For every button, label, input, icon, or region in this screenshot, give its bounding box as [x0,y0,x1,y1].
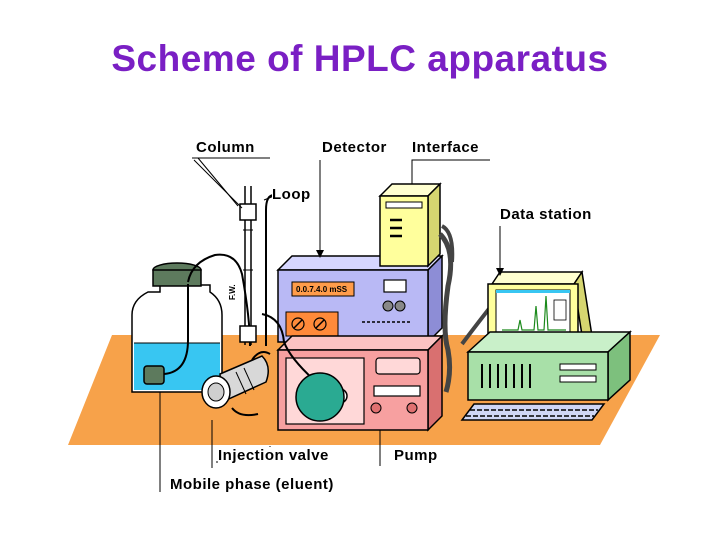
label-interface: Interface [412,139,480,156]
label-mobile-phase: Mobile phase (eluent) [170,476,334,493]
interface-unit [378,182,442,268]
label-detector: Detector [322,139,387,156]
page-title: Scheme of HPLC apparatus [111,38,609,79]
detector-display: 0.0.7.4.0 mSS [296,285,348,294]
label-column: Column [196,139,255,156]
label-data-station: Data station [500,206,592,223]
pump-motor [295,372,345,422]
label-injection-valve: Injection valve [218,447,329,464]
column-marking: F.W. [228,284,237,300]
mobile-phase-bottle [131,262,223,393]
column [239,186,257,345]
label-pump: Pump [394,447,438,464]
label-loop: Loop [272,186,311,203]
data-station [460,269,632,421]
detector-unit [276,254,444,344]
injection-valve [201,355,269,409]
leader-lines [159,157,501,492]
